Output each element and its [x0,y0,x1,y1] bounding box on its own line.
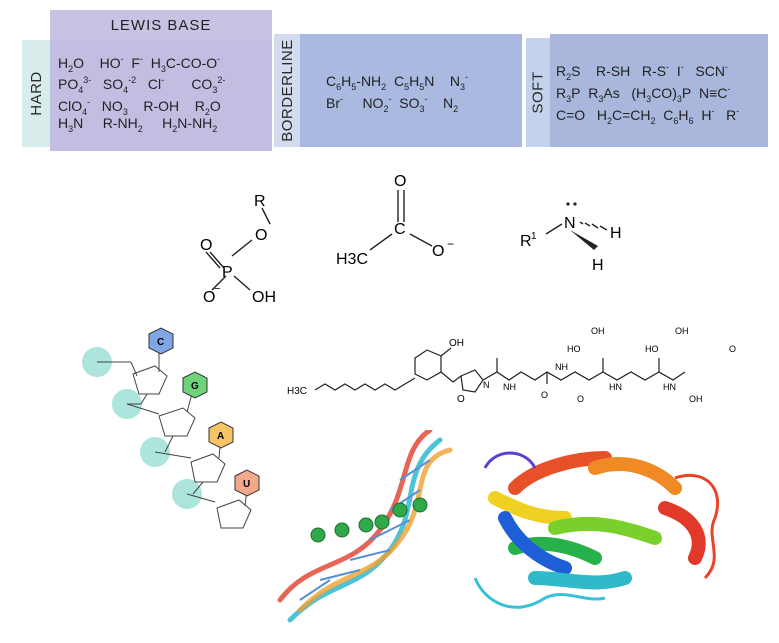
hard-row-4: H3N R-NH2 H2N-NH2 [58,115,218,134]
soft-row-2: R3P R3As (H3CO)3P N≡C- [556,84,731,104]
amine-h-right: H [610,225,622,242]
rna-base-a: A [217,431,224,442]
rna-base-c: C [157,337,164,348]
lipopeptide-oxazoline-n: N [483,380,490,390]
amine-r-superscript: 1 [531,231,537,242]
borderline-label-cell: BORDERLINE [274,34,300,147]
acetate-minus-sign: − [447,237,454,251]
hard-row-3: ClO4- NO3 R-OH R2O [58,97,221,117]
lipopeptide-acid-oh: OH [675,326,689,336]
rna-fragment-diagram: C G A U [82,327,260,529]
lipopeptide-nh-1: NH [503,382,516,392]
acetate-c: C [394,221,406,238]
acetate-h3c: H3C [336,251,368,268]
lipopeptide-structure: H3C OH O N NH NH HN HN OH HO OH HO O O O… [287,326,736,405]
amine-r: R [520,233,532,250]
phosphate-minus-sign: − [214,283,220,295]
lipopeptide-carbonyl-o: O [541,390,548,400]
soft-bases-box: R2S R-SH R-S- I- SCN- R3P R3As (H3CO)3P … [550,34,768,147]
borderline-bases-box: C6H5-NH2 C5H5N N3- Br- NO2- SO3- N2 [300,34,522,147]
phosphate-o-double: O [200,237,212,254]
phosphate-o-minus: O [203,289,215,306]
phosphate-p: P [222,264,233,281]
hard-bases-box: H2O HO- F- H3C-CO-O- PO43- SO4-2 Cl- CO3… [50,40,272,151]
lipopeptide-terminal-o: O [729,344,736,354]
soft-label-cell: SOFT [526,38,550,147]
lewis-base-header: LEWIS BASE [50,10,272,40]
protein-ribbon-model [473,451,720,609]
soft-label: SOFT [529,71,547,114]
amine-n: N [564,215,576,232]
lipopeptide-ho-2: HO [645,344,659,354]
acetate-o-minus: O [432,243,444,260]
phosphate-oh: OH [252,289,276,306]
lewis-base-title: LEWIS BASE [110,16,212,34]
amine-wedge-bond [570,230,598,250]
phosphate-ester-structure [205,207,271,291]
lipopeptide-carbonyl-o-2: O [577,394,584,404]
dna-helix-model [277,430,453,623]
rna-base-g: G [191,381,199,392]
hard-row-2: PO43- SO4-2 Cl- CO32- [58,75,226,95]
lipopeptide-hn-1: HN [609,382,622,392]
hard-label-cell: HARD [22,40,50,147]
phosphate-r: R [254,193,266,210]
hard-label: HARD [27,71,45,116]
lipopeptide-acid-o: OH [591,326,605,336]
borderline-row-1: C6H5-NH2 C5H5N N3- [326,72,469,92]
lipopeptide-nh-2: NH [555,362,568,372]
amine-h-bottom: H [592,257,604,274]
lipopeptide-hn-2: HN [663,382,676,392]
lipopeptide-phenol-oh: OH [449,338,464,349]
acetate-o-top: O [394,173,406,190]
borderline-row-2: Br- NO2- SO3- N2 [326,94,459,114]
amine-structure [545,221,608,235]
soft-row-1: R2S R-SH R-S- I- SCN- [556,62,728,82]
lipopeptide-oxazoline-o: O [457,394,465,405]
ligand-structures: R O O P O − OH O C H3C O − R 1 N H H [200,173,622,306]
lipopeptide-h3c: H3C [287,386,307,397]
phosphate-o-ester: O [255,227,267,244]
soft-row-3: C=O H2C=CH2 C6H6 H- R- [556,106,740,126]
hard-row-1: H2O HO- F- H3C-CO-O- [58,54,221,74]
acetate-structure [369,190,433,251]
rna-base-u: U [243,479,250,490]
lipopeptide-terminal-oh: OH [689,394,703,404]
lipopeptide-ho-1: HO [567,344,581,354]
borderline-label: BORDERLINE [278,39,296,142]
